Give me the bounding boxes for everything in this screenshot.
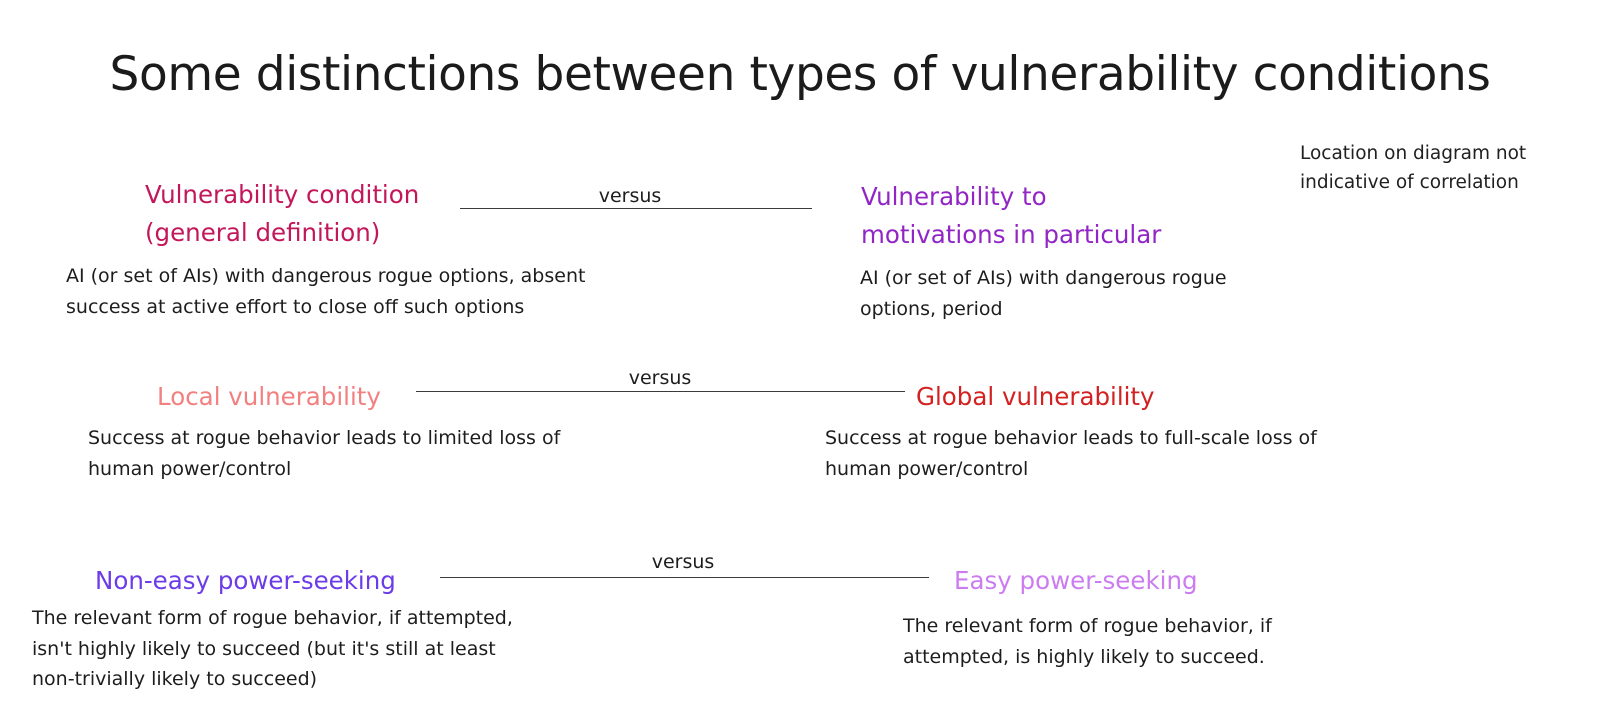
versus-line-row-2	[416, 391, 905, 392]
description-global-vulnerability: Success at rogue behavior leads to full-…	[825, 427, 1317, 480]
versus-label-row-1: versus	[598, 185, 662, 207]
versus-line-row-1	[460, 208, 812, 209]
description-vulnerability-condition: AI (or set of AIs) with dangerous rogue …	[66, 265, 586, 318]
term-non-easy-power-seeking: Non-easy power-seeking	[95, 566, 396, 595]
description-non-easy-power-seeking: The relevant form of rogue behavior, if …	[32, 607, 513, 690]
description-local-vulnerability: Success at rogue behavior leads to limit…	[88, 427, 561, 480]
description-easy-power-seeking: The relevant form of rogue behavior, if …	[903, 615, 1272, 668]
term-easy-power-seeking: Easy power-seeking	[954, 566, 1198, 595]
versus-label-row-3: versus	[651, 551, 715, 573]
term-vulnerability-condition: Vulnerability condition (general definit…	[145, 180, 420, 247]
versus-line-row-3	[440, 577, 929, 578]
diagram-note: Location on diagram not indicative of co…	[1300, 143, 1527, 193]
term-vulnerability-to-motivations: Vulnerability to motivations in particul…	[861, 182, 1162, 249]
term-local-vulnerability: Local vulnerability	[157, 382, 381, 411]
description-vulnerability-to-motivations: AI (or set of AIs) with dangerous rogue …	[860, 267, 1227, 320]
page-title: Some distinctions between types of vulne…	[109, 47, 1491, 103]
term-global-vulnerability: Global vulnerability	[916, 382, 1155, 411]
versus-label-row-2: versus	[628, 367, 692, 389]
